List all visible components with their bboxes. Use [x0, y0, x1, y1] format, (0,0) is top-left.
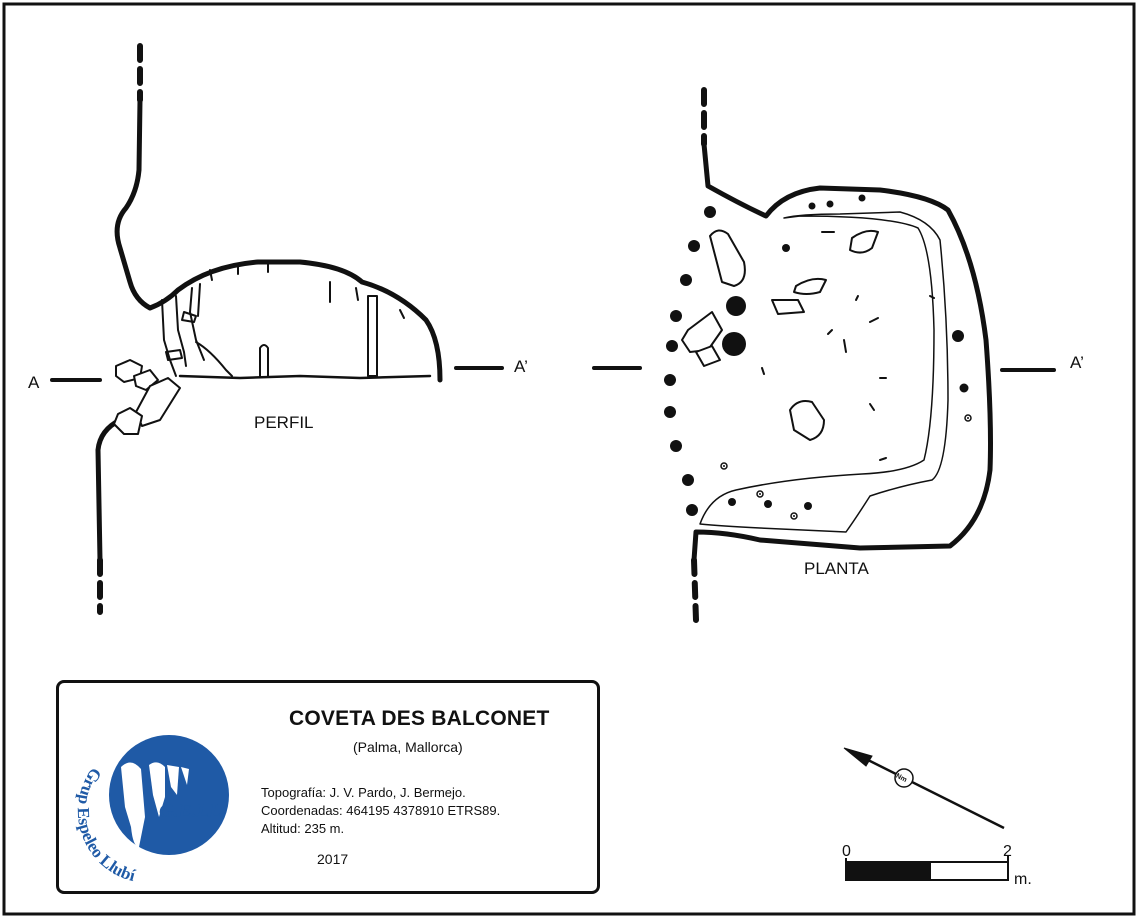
profile-title: PERFIL: [254, 413, 314, 432]
topography-credit: Topografía: J. V. Pardo, J. Bermejo.: [261, 785, 466, 800]
plan-view: [592, 87, 1056, 623]
scale-end-label: 2: [1003, 843, 1012, 860]
cave-location: (Palma, Mallorca): [353, 739, 463, 755]
scale-bar: [845, 856, 1009, 881]
profile-view: [50, 43, 504, 615]
profile-section-right-label: A’: [514, 357, 528, 376]
north-label: Nm: [895, 773, 908, 784]
profile-wall-lower: [95, 417, 123, 563]
survey-year: 2017: [317, 851, 349, 867]
altitude: Altitud: 235 m.: [261, 821, 345, 836]
cave-name: COVETA DES BALCONET: [289, 707, 550, 730]
scale-start-label: 0: [842, 843, 851, 860]
plan-blocks: [664, 194, 969, 516]
logo-acronym: G.E.LL.: [159, 800, 226, 822]
coordinates: Coordenadas: 464195 4378910 ETRS89.: [261, 803, 501, 818]
north-arrow-icon: [843, 747, 1005, 830]
info-card: G.E.LL. Grup Espeleo Llubí COVETA DES BA…: [56, 680, 600, 894]
profile-section-left-label: A: [28, 373, 40, 392]
plan-section-right-label: A’: [1070, 353, 1084, 372]
scale-unit-label: m.: [1014, 871, 1032, 888]
profile-wall-upper: [114, 97, 443, 383]
gell-logo-icon: G.E.LL. Grup Espeleo Llubí: [74, 735, 229, 885]
plan-wall: [691, 141, 993, 563]
plan-stalagmites: [720, 414, 972, 520]
plan-title: PLANTA: [804, 559, 870, 578]
